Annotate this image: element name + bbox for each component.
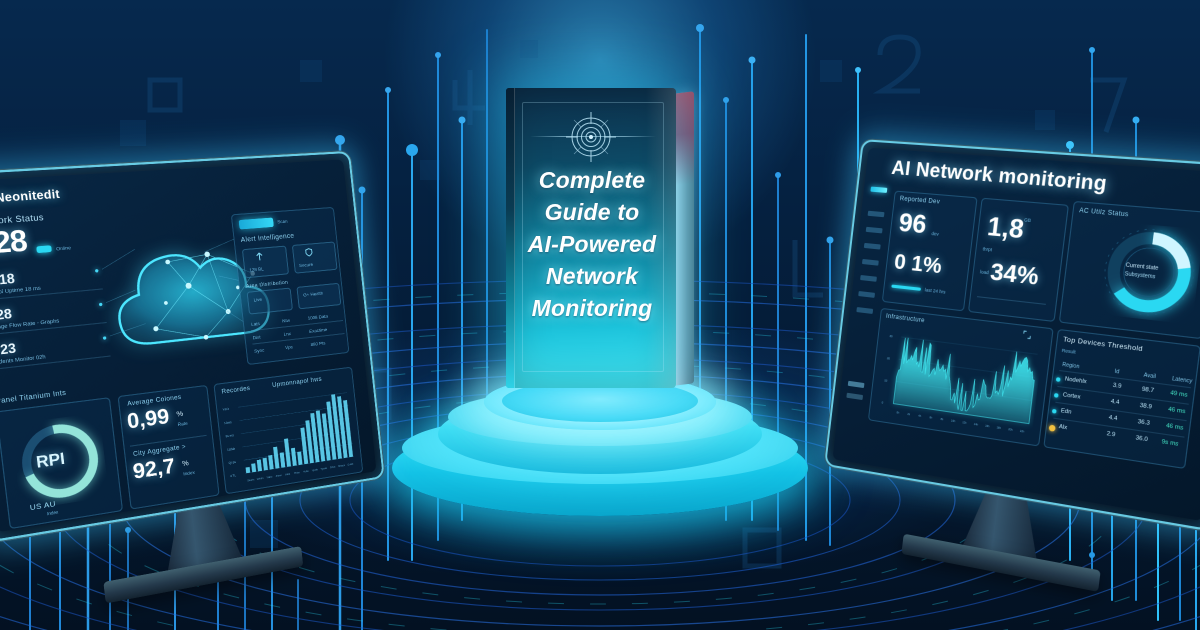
kpi-card-1-value-b: 0 1%: [892, 250, 943, 279]
svg-text:11tlsb: 11tlsb: [227, 447, 236, 452]
sidebar-item-logs[interactable]: [860, 274, 877, 282]
sidebar-item-alerts[interactable]: [863, 242, 881, 250]
svg-text:16h: 16h: [985, 425, 990, 429]
book-title-line-1: Complete: [538, 167, 646, 193]
podium: [392, 368, 808, 518]
sidebar-item-policies[interactable]: [858, 291, 876, 298]
svg-text:Nheck: Nheck: [338, 463, 346, 468]
svg-text:9s ms: 9s ms: [225, 433, 234, 438]
book-cover-gloss: [646, 88, 676, 388]
svg-text:13ms: 13ms: [224, 420, 232, 425]
svg-text:18h: 18h: [996, 426, 1001, 430]
book-title-line-5: Monitoring: [531, 295, 653, 321]
side-row-label: Lats: [250, 320, 261, 327]
sidebar-item-traffic[interactable]: [865, 226, 883, 234]
sidebar-item-settings[interactable]: [856, 307, 874, 314]
svg-text:Jhnw: Jhnw: [275, 473, 281, 478]
network-cloud-icon: [88, 206, 304, 383]
sidebar-item-footer[interactable]: [847, 380, 865, 389]
book-cover: Complete Guide to AI-Powered Network Mon…: [506, 88, 676, 388]
svg-text:Ymir: Ymir: [222, 407, 229, 412]
svg-text:Yubx: Yubx: [303, 469, 310, 474]
table-row-2-name: Edn: [1060, 407, 1072, 416]
svg-text:0h: 0h: [896, 411, 900, 415]
svg-text:20: 20: [887, 356, 891, 361]
svg-text:20h: 20h: [1008, 428, 1013, 432]
arrow-up-icon: [254, 252, 264, 262]
book-title-line-3: AI-Powered: [527, 231, 657, 257]
right-monitor: AI Network monitoring Re: [815, 138, 1200, 610]
svg-text:4h: 4h: [918, 415, 922, 419]
table-row-1-id: 4.4: [1110, 398, 1120, 407]
kpi-card-1-value-a: 96: [897, 208, 928, 240]
right-monitor-bezel: AI Network monitoring Re: [823, 138, 1200, 533]
kpi-card-2-unit: GB: [1023, 217, 1032, 224]
svg-text:14h: 14h: [973, 423, 978, 427]
shield-icon: [304, 247, 314, 257]
kpi-card-2-value-a: 1,8: [985, 212, 1026, 245]
svg-text:Guhb: Guhb: [347, 462, 354, 467]
svg-text:10: 10: [884, 378, 888, 383]
book-cover-rule: [530, 136, 656, 137]
table-col-2: Avail: [1143, 372, 1157, 381]
book-title-line-4: Network: [545, 263, 639, 289]
svg-text:Qt ps: Qt ps: [228, 460, 236, 465]
mini-card-value: Live: [253, 296, 263, 303]
table-col-1: Id: [1114, 368, 1120, 376]
side-row-label: Dist: [252, 334, 261, 341]
side-row-mid: Vpc: [284, 344, 294, 351]
table-row-3-id: 2.9: [1106, 430, 1116, 439]
mini-card-2[interactable]: [291, 241, 338, 274]
kpi-1-unit: %: [176, 410, 184, 419]
sidebar-item-reports[interactable]: [861, 258, 879, 266]
left-monitor-screen[interactable]: Neonitedit Network Status 128 Online 0 1…: [0, 159, 377, 533]
svg-text:2h: 2h: [907, 413, 911, 417]
svg-text:Whihl: Whihl: [257, 476, 264, 481]
svg-text:Brbn: Brbn: [330, 465, 336, 470]
book-cover-border: [522, 102, 664, 372]
side-row-mid: Lnx: [283, 330, 292, 337]
svg-text:0: 0: [881, 400, 883, 404]
scan-button-label: Scan: [277, 218, 288, 225]
kpi-card-2-sub-a: thrpt: [982, 246, 993, 253]
svg-text:30: 30: [889, 334, 893, 339]
kpi-card-1-unit: dev: [931, 230, 940, 237]
table-row-0-id: 3.9: [1112, 382, 1122, 391]
book-title: Complete Guide to AI-Powered Network Mon…: [514, 164, 670, 324]
svg-text:10h: 10h: [951, 419, 956, 423]
right-monitor-screen[interactable]: AI Network monitoring Re: [832, 147, 1200, 522]
svg-text:12h: 12h: [962, 421, 967, 425]
infrastructure-spike-chart[interactable]: 30 20 10 0 0h 2h 4h 6h 8h 10h 12h 14h 16h 18h 20h 22h: [878, 329, 1042, 437]
crosshair-target-icon: [566, 112, 616, 162]
table-row-2-id: 4.4: [1108, 414, 1118, 423]
svg-text:8h: 8h: [940, 418, 944, 422]
kpi-2-unit: %: [181, 459, 190, 469]
mini-card-1[interactable]: [241, 245, 290, 279]
table-row-3-name: Alx: [1058, 423, 1068, 432]
svg-text:Tyuxk: Tyuxk: [320, 466, 328, 471]
svg-text:22h: 22h: [1020, 430, 1025, 434]
kpi-card-2-sub-b: load: [979, 269, 990, 276]
svg-text:4 TL: 4 TL: [230, 473, 237, 478]
sidebar-item-footer-2[interactable]: [846, 392, 864, 401]
svg-text:Tbbo: Tbbo: [294, 470, 301, 475]
book-spine: [506, 88, 515, 388]
left-monitor-bezel: Neonitedit Network Status 128 Online 0 1…: [0, 149, 386, 545]
svg-text:Ljuhk: Ljuhk: [312, 467, 319, 472]
expand-icon[interactable]: [1022, 330, 1031, 339]
kpi-card-2-value-b: 34%: [988, 257, 1041, 290]
book-title-line-2: Guide to: [544, 199, 640, 225]
svg-text:Searh: Searh: [247, 477, 255, 482]
right-dashboard-title: AI Network monitoring: [890, 157, 1109, 196]
svg-text:Hksl: Hksl: [285, 472, 291, 477]
side-row-mid: Ntw: [281, 317, 291, 324]
svg-text:Yabb: Yabb: [266, 474, 273, 479]
sidebar-item-devices[interactable]: [867, 210, 885, 218]
sidebar-item-dashboard[interactable]: [870, 186, 888, 193]
svg-text:6h: 6h: [929, 416, 933, 420]
book: Complete Guide to AI-Powered Network Mon…: [506, 88, 694, 388]
left-monitor: Neonitedit Network Status 128 Online 0 1…: [0, 149, 393, 622]
